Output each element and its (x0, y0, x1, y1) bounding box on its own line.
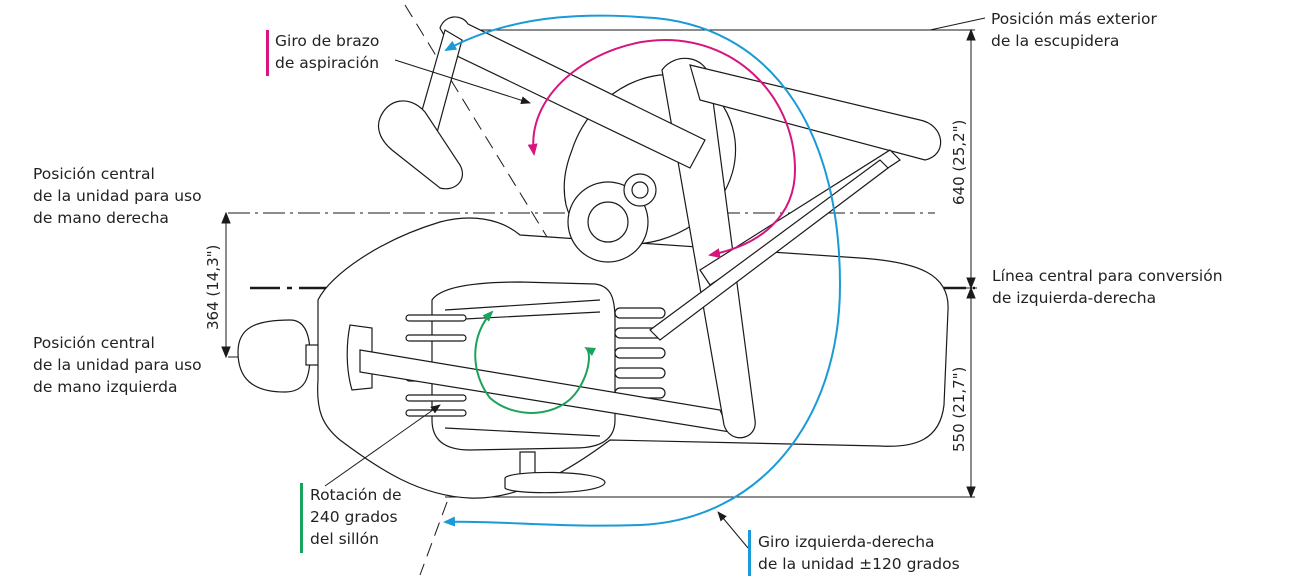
label-line: Posición más exterior (991, 10, 1157, 28)
label-line: de la unidad para uso (33, 356, 202, 374)
label-unit-swing: Giro izquierda-derecha de la unidad ±120… (758, 531, 960, 575)
label-center-left: Posición central de la unidad para uso d… (33, 332, 202, 398)
rotation-arrows (443, 14, 842, 527)
label-line: Giro de brazo (275, 32, 380, 50)
label-line: de la unidad para uso (33, 187, 202, 205)
leader-lines (324, 17, 986, 549)
chair-rotation-color-bar (300, 483, 303, 553)
label-chair-rotation: Rotación de 240 grados del sillón (310, 484, 402, 550)
label-line: de mano izquierda (33, 378, 178, 396)
label-line: de la unidad ±120 grados (758, 555, 960, 573)
unit-swing-color-bar (748, 530, 751, 576)
label-line: Rotación de (310, 486, 402, 504)
dimension-bottom-right: 550 (21,7") (950, 367, 968, 452)
dimension-lines (221, 28, 977, 499)
label-line: de aspiración (275, 54, 380, 72)
label-line: de la escupidera (991, 32, 1120, 50)
label-spittoon: Posición más exterior de la escupidera (991, 8, 1157, 52)
label-conversion-line: Línea central para conversión de izquier… (992, 265, 1223, 309)
label-suction-arm: Giro de brazo de aspiración (275, 30, 379, 74)
dimension-left: 364 (14,3") (204, 245, 222, 330)
label-line: del sillón (310, 530, 379, 548)
suction-arm-color-bar (266, 30, 269, 76)
label-line: Giro izquierda-derecha (758, 533, 935, 551)
label-line: 240 grados (310, 508, 398, 526)
label-center-right: Posición central de la unidad para uso d… (33, 163, 202, 229)
chair-drawing (237, 16, 949, 499)
label-line: Posición central (33, 334, 155, 352)
label-line: Línea central para conversión (992, 267, 1223, 285)
dimension-top-right: 640 (25,2") (950, 120, 968, 205)
label-line: de mano derecha (33, 209, 169, 227)
label-line: de izquierda-derecha (992, 289, 1157, 307)
label-line: Posición central (33, 165, 155, 183)
